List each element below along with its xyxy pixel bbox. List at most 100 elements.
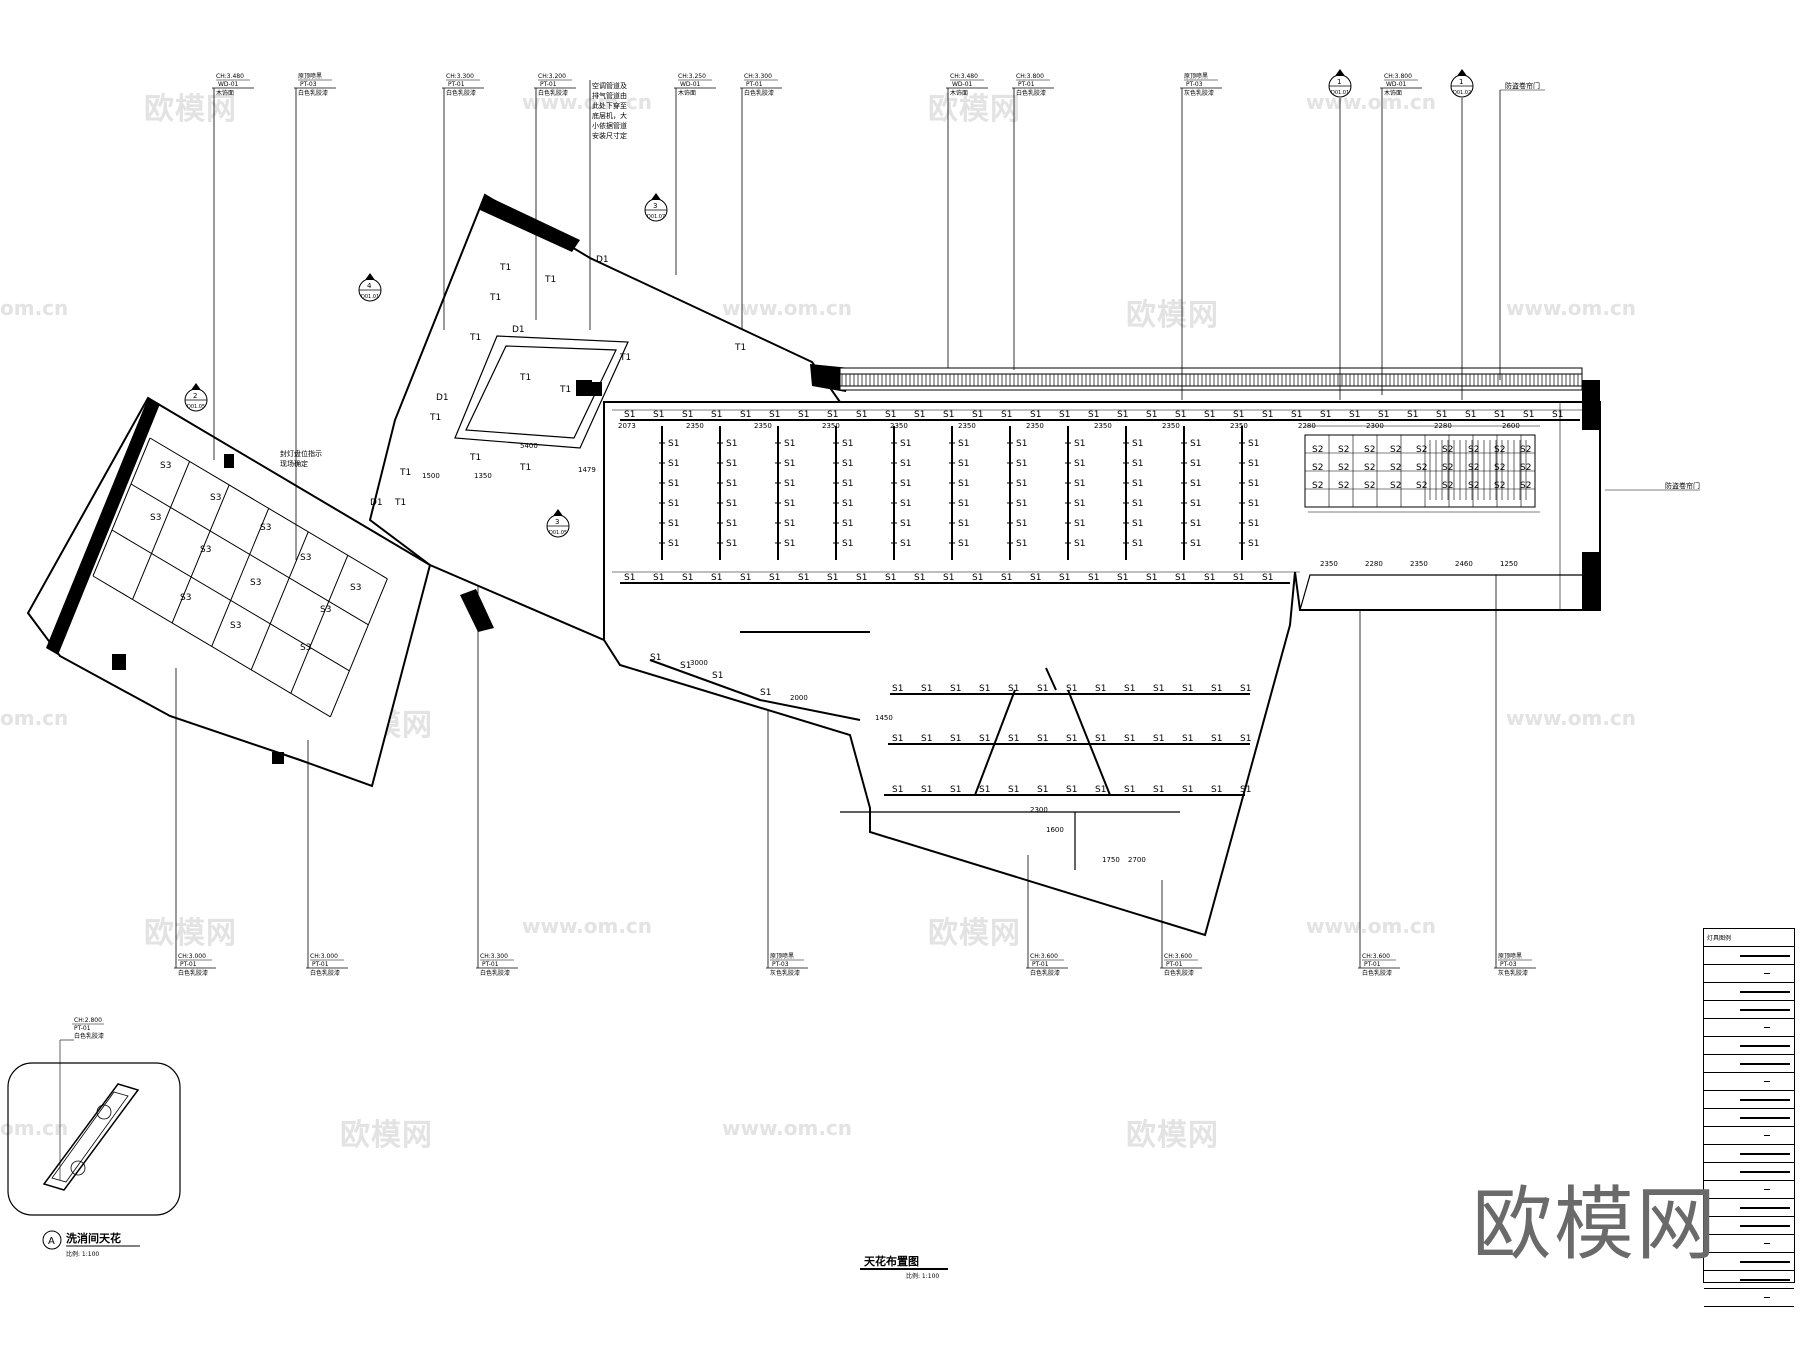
fixture-label-s1: S1: [1132, 539, 1143, 549]
ceiling-tag-level: 原顶喷黑: [1184, 72, 1208, 80]
dimension-text: 2300: [1366, 422, 1384, 430]
fixture-label-t1: T1: [619, 353, 631, 363]
fixture-label-s2: S2: [1338, 445, 1349, 455]
fixture-label-s1: S1: [856, 573, 867, 583]
fixture-label-s1: S1: [1407, 410, 1418, 420]
legend-symbol: [1740, 1225, 1790, 1227]
ceiling-tag-code: PT-01: [448, 81, 465, 88]
legend-row: [1704, 1181, 1794, 1199]
fixture-label-s1: S1: [1320, 410, 1331, 420]
fixture-label-s1: S1: [784, 539, 795, 549]
track-lights-main: [620, 419, 1580, 584]
fixture-label-s1: S1: [1494, 410, 1505, 420]
hvac-note-line: 安装尺寸定: [592, 131, 627, 140]
lower-rooms: [840, 574, 1595, 870]
left-note-2: 现场确定: [280, 459, 308, 468]
fixture-label-s1: S1: [726, 519, 737, 529]
fixture-label-s1: S1: [1016, 459, 1027, 469]
legend-symbol: [1764, 1243, 1770, 1244]
fixture-label-s1: S1: [1124, 785, 1135, 795]
section-marker-sheet: D01.01: [1331, 90, 1349, 96]
ceiling-tag-material: 木饰面: [1384, 89, 1402, 97]
dimension-text: 2073: [618, 422, 636, 430]
legend-symbol: [1740, 955, 1790, 957]
fixture-label-s1: S1: [1190, 459, 1201, 469]
dimension-text: 2350: [958, 422, 976, 430]
dimension-text: 2350: [890, 422, 908, 430]
legend-row: [1704, 1253, 1794, 1271]
legend-row: [1704, 1055, 1794, 1073]
ceiling-tag-material: 白色乳胶漆: [1164, 969, 1194, 977]
legend-symbol: [1740, 1207, 1790, 1209]
dimension-text: 2350: [1162, 422, 1180, 430]
fixture-label-s1: S1: [1436, 410, 1447, 420]
fixture-label-s1: S1: [1059, 573, 1070, 583]
fixture-label-s1: S1: [856, 410, 867, 420]
fixture-label-s1: S1: [921, 734, 932, 744]
fixture-label-s1: S1: [1378, 410, 1389, 420]
legend-row: [1704, 1199, 1794, 1217]
fixture-label-s2: S2: [1416, 463, 1427, 473]
fixture-label-t1: T1: [499, 263, 511, 273]
inset-plan: A 洗消间天花 比例: 1:100 CH:2.800 PT-01 白色乳胶漆: [7, 1017, 181, 1258]
dimension-lines: [612, 402, 1595, 610]
fixture-label-s1: S1: [1030, 410, 1041, 420]
hvac-note-line: 小依据管道: [592, 121, 627, 130]
fixture-label-s2: S2: [1390, 463, 1401, 473]
fixture-label-s1: S1: [1016, 439, 1027, 449]
fixture-label-t1: T1: [469, 333, 481, 343]
ceiling-tag-material: 白色乳胶漆: [1016, 89, 1046, 97]
legend-symbol: [1740, 1009, 1790, 1011]
fixture-label-s1: S1: [958, 539, 969, 549]
dimension-text: 2350: [1410, 560, 1428, 568]
fixture-label-t1: T1: [559, 385, 571, 395]
hvac-note-line: 排气管道由: [592, 91, 627, 100]
fixture-label-t1: T1: [394, 498, 406, 508]
fixture-label-s2: S2: [1364, 481, 1375, 491]
ceiling-tag-code: PT-01: [1166, 961, 1183, 968]
fixture-label-s1: S1: [827, 410, 838, 420]
legend-symbol: [1740, 1063, 1790, 1065]
legend-row: [1704, 1127, 1794, 1145]
fixture-label-s2: S2: [1364, 445, 1375, 455]
fixture-label-s1: S1: [1066, 785, 1077, 795]
fixture-label-s1: S1: [784, 439, 795, 449]
fixture-label-s1: S1: [900, 459, 911, 469]
building-outline: [26, 193, 1601, 937]
legend-symbol: [1740, 1117, 1790, 1119]
ceiling-tag-code: WD-01: [952, 81, 973, 88]
fixture-label-s1: S1: [712, 671, 723, 681]
fixture-label-s1: S1: [1132, 519, 1143, 529]
fixture-label-s1: S1: [784, 519, 795, 529]
fixture-label-s1: S1: [1124, 734, 1135, 744]
fixture-label-s1: S1: [1262, 573, 1273, 583]
fixture-label-s1: S1: [1204, 410, 1215, 420]
fixture-label-s1: S1: [842, 439, 853, 449]
fixture-label-s1: S1: [1124, 684, 1135, 694]
fixture-label-s2: S2: [1494, 463, 1505, 473]
fixture-label-s1: S1: [1117, 410, 1128, 420]
hvac-note-line: 底层机，大: [592, 111, 627, 120]
fixture-label-s1: S1: [798, 410, 809, 420]
fixture-label-s2: S2: [1390, 445, 1401, 455]
fixture-label-s1: S1: [979, 684, 990, 694]
fixture-label-s1: S1: [1153, 684, 1164, 694]
ceiling-tag-level: CH:3.300: [446, 73, 474, 80]
fixture-label-s1: S1: [1008, 785, 1019, 795]
fixture-label-s1: S1: [798, 573, 809, 583]
fixture-label-s1: S1: [1146, 573, 1157, 583]
dimension-text: 2000: [790, 694, 808, 702]
fixture-label-s1: S1: [842, 539, 853, 549]
ceiling-tag-level: 原顶喷黑: [1498, 952, 1522, 960]
fixture-label-s1: S1: [1248, 459, 1259, 469]
fixture-label-s1: S1: [914, 573, 925, 583]
fixture-label-s1: S1: [1095, 785, 1106, 795]
legend-symbol: [1764, 1027, 1770, 1028]
fixture-label-s1: S1: [668, 479, 679, 489]
